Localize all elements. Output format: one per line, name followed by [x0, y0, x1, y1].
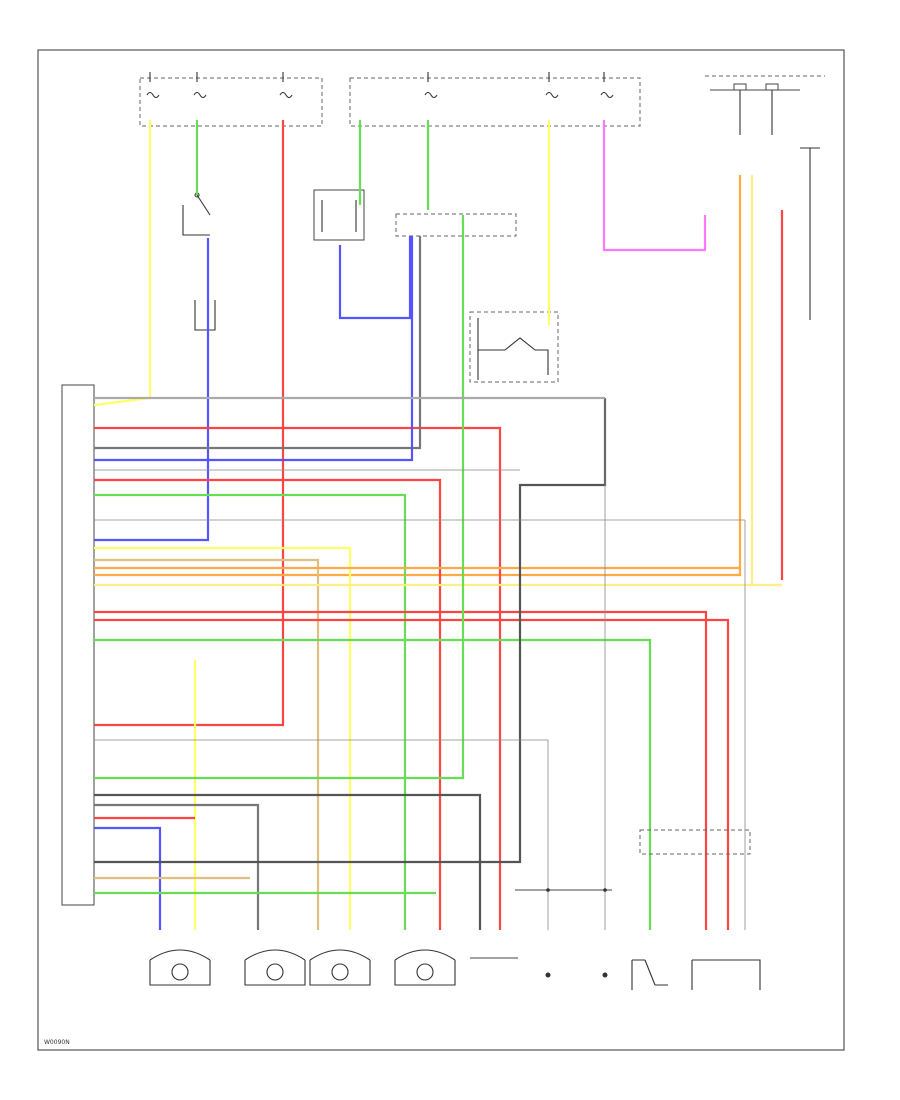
wire-pink-1 [602, 120, 707, 252]
wire-red-h2 [94, 478, 442, 930]
diagram-id: W0090N [44, 1039, 70, 1046]
wire-red-h4 [94, 618, 730, 930]
junction-connector [395, 213, 517, 237]
park-neutral-switch [469, 311, 559, 383]
wire-orange-1 [94, 175, 742, 577]
diagram-frame [37, 49, 845, 1051]
wire-blue-1 [94, 238, 210, 542]
switch-bottom [631, 959, 668, 990]
ground-1 [545, 972, 551, 978]
wire-blue-h2 [94, 826, 162, 930]
relay-left [194, 300, 216, 331]
stop-lamp-switch [182, 192, 211, 236]
thin-line-3 [94, 739, 549, 930]
front-speed-sensor-right [394, 949, 456, 986]
wire-red-1 [94, 120, 285, 727]
wire-yellow-h1 [94, 546, 352, 930]
ground-2 [602, 972, 608, 978]
wire-red-h1 [94, 426, 502, 930]
right-upper-component [800, 147, 820, 320]
wire-green-h3 [94, 215, 465, 780]
wire-gray-h3 [94, 803, 260, 930]
wire-gray-h2 [94, 793, 482, 930]
wire-green-h1 [94, 493, 407, 930]
wire-gray-h1 [94, 236, 422, 450]
control-module [61, 384, 95, 906]
front-speed-sensor-left [149, 949, 211, 986]
wire-green-h2 [94, 638, 652, 930]
wire-tan-h1 [94, 558, 320, 930]
bottom-right-module [691, 959, 761, 990]
wire-red-h3 [94, 610, 708, 930]
wire-blue-2 [338, 236, 412, 320]
top-right-component [705, 75, 825, 135]
bus-line [515, 888, 612, 892]
transmission-range-block [313, 189, 365, 241]
rear-speed-sensor-2 [309, 949, 371, 986]
wire-blue-h1 [94, 236, 414, 462]
fuse-box-right [349, 72, 641, 127]
fuse-box-left [139, 72, 323, 127]
junction-box-right [639, 829, 751, 855]
rear-speed-sensor [244, 949, 306, 986]
wire-yellow-1 [93, 120, 152, 407]
